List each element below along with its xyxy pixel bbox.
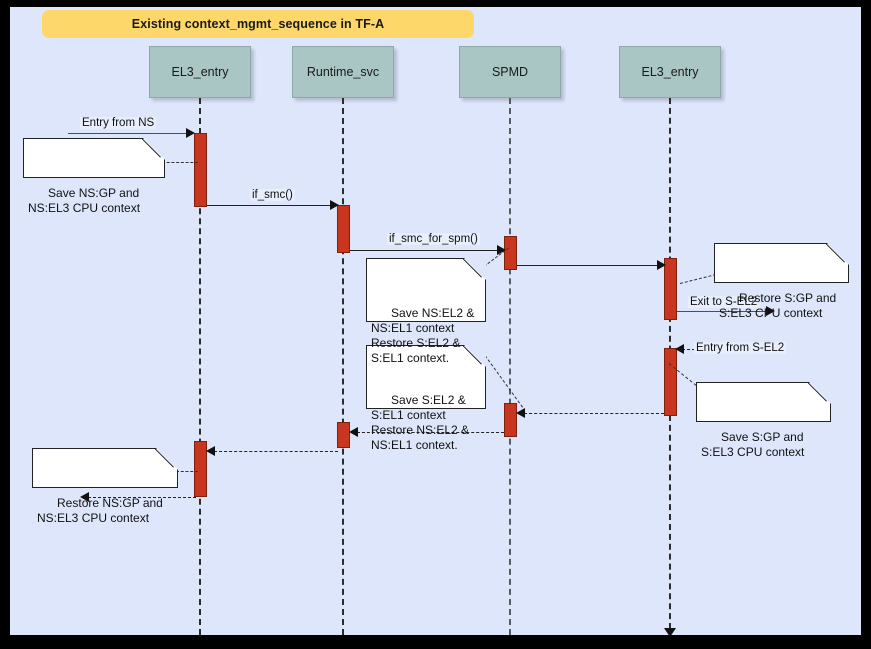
message-line-el3-entry-right-to-spmd (524, 413, 664, 414)
lifeline-head-el3-entry-right[interactable]: EL3_entry (619, 46, 721, 98)
note-save-ns-el2: Save NS:EL2 & NS:EL1 context Restore S:E… (366, 258, 486, 365)
activation-runtime-svc-1 (337, 205, 350, 253)
diagram-canvas: Existing context_mgmt_sequence in TF-A E… (10, 7, 861, 635)
message-line-runtime-svc-to-el3-entry-left (214, 451, 338, 452)
note-connector-6 (176, 471, 198, 472)
note-save-s-gp: Save S:GP and S:EL3 CPU context (696, 382, 831, 459)
note-text: Save NS:GP and NS:EL3 CPU context (28, 186, 141, 215)
message-label-entry-from-s-el2: Entry from S-EL2 (694, 342, 787, 354)
message-line-exit-to-s-el2 (677, 311, 772, 312)
message-arrow-el3-entry-right-to-spmd (516, 408, 525, 418)
message-arrow-exit-to-s-el2 (766, 306, 775, 316)
lifeline-head-spmd[interactable]: SPMD (459, 46, 561, 98)
lifeline-line-runtime-svc (342, 98, 344, 635)
message-arrow-if-smc-for-spm (497, 245, 506, 255)
note-restore-s-gp: Restore S:GP and S:EL3 CPU context (714, 243, 849, 320)
note-connector-4 (484, 355, 524, 408)
message-arrow-spmd-to-el3-entry-right (657, 260, 666, 270)
message-line-entry-from-ns (68, 133, 190, 134)
activation-el3-entry-right-1 (664, 258, 677, 320)
message-line-spmd-to-runtime-svc (357, 432, 504, 433)
message-arrow-entry-from-ns (186, 128, 195, 138)
note-save-s-el2: Save S:EL2 & S:EL1 context Restore NS:EL… (366, 345, 486, 452)
note-text: Save S:EL2 & S:EL1 context Restore NS:EL… (371, 393, 470, 452)
message-line-if-smc-for-spm (350, 250, 503, 251)
note-text: Restore S:GP and S:EL3 CPU context (719, 291, 837, 320)
message-arrow-runtime-svc-to-el3-entry-left (206, 446, 215, 456)
message-line-exit-to-ns (88, 497, 196, 498)
message-label-if-smc: if_smc() (250, 189, 295, 201)
activation-el3-entry-left-1 (194, 133, 207, 207)
message-line-if-smc (207, 205, 336, 206)
note-restore-ns-gp: Restore NS:GP and NS:EL3 CPU context (32, 448, 178, 525)
lifeline-head-el3-entry-left[interactable]: EL3_entry (149, 46, 251, 98)
note-text: Restore NS:GP and NS:EL3 CPU context (37, 496, 163, 525)
note-save-ns-gp: Save NS:GP and NS:EL3 CPU context (23, 138, 165, 215)
message-label-exit-to-s-el2: Exit to S-EL2 (688, 296, 760, 308)
activation-el3-entry-right-2 (664, 348, 677, 416)
lifeline-end-arrow-el3-entry-right (664, 628, 676, 635)
message-arrow-spmd-to-runtime-svc (349, 427, 358, 437)
note-text: Save S:GP and S:EL3 CPU context (701, 430, 805, 459)
note-connector-1 (162, 162, 198, 163)
lifeline-line-spmd (509, 98, 511, 635)
message-arrow-if-smc (330, 200, 339, 210)
lifeline-head-runtime-svc[interactable]: Runtime_svc (292, 46, 394, 98)
note-text: Save NS:EL2 & NS:EL1 context Restore S:E… (371, 306, 475, 365)
message-line-spmd-to-el3-entry-right (517, 265, 663, 266)
message-arrow-entry-from-s-el2 (675, 344, 684, 354)
lifeline-line-el3-entry-left (199, 98, 201, 635)
message-arrow-exit-to-ns (80, 492, 89, 502)
activation-el3-entry-left-2 (194, 441, 207, 497)
activation-spmd-2 (504, 403, 517, 437)
diagram-title-banner: Existing context_mgmt_sequence in TF-A (42, 10, 474, 38)
message-label-if-smc-for-spm: if_smc_for_spm() (387, 233, 480, 245)
message-label-entry-from-ns: Entry from NS (80, 117, 157, 129)
